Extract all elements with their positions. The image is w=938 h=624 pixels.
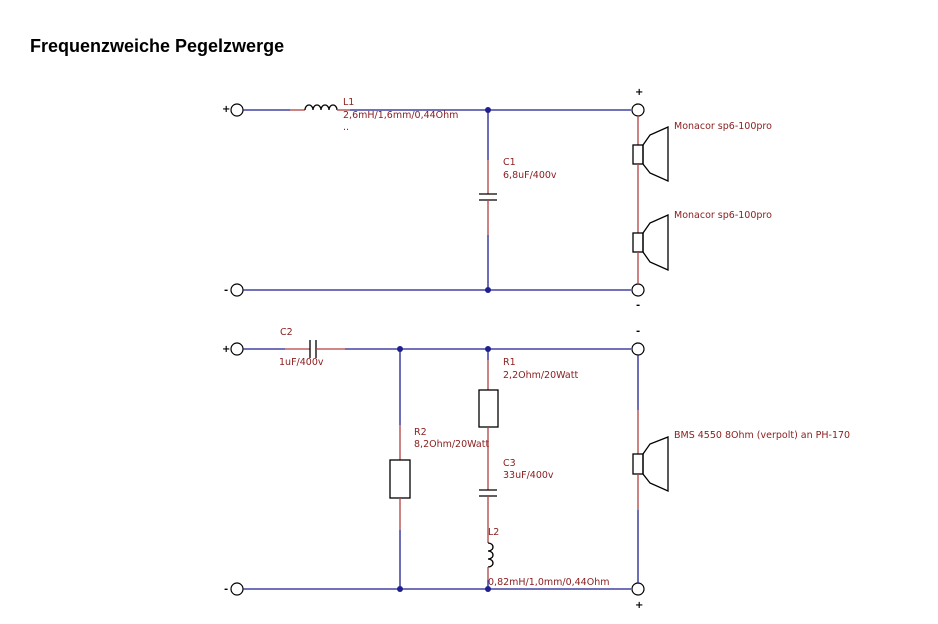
c3-value-label: 33uF/400v	[503, 470, 554, 481]
input-minus-sign: -	[224, 285, 228, 296]
speaker-3-label: BMS 4550 8Ohm (verpolt) an PH-170	[674, 430, 850, 441]
inductor-l2	[487, 542, 494, 568]
l1-value-label: 2,6mH/1,6mm/0,44Ohm	[343, 110, 458, 121]
speaker-1-label: Monacor sp6-100pro	[674, 121, 772, 132]
output-terminal-minus	[631, 283, 645, 297]
input-minus-sign: -	[224, 584, 228, 595]
c1-value-label: 6,8uF/400v	[503, 170, 557, 181]
midrange-circuit: + - C2 1uF/400v R2 8,2Ohm/20Watt	[222, 326, 850, 611]
input-terminal-minus	[230, 283, 244, 297]
r2-value-label: 8,2Ohm/20Watt	[414, 439, 489, 450]
r1-name-label: R1	[503, 357, 516, 368]
output-plus-sign: +	[635, 600, 643, 611]
input-terminal-plus	[230, 103, 244, 117]
resistor-r2	[389, 459, 411, 499]
r1-value-label: 2,2Ohm/20Watt	[503, 370, 578, 381]
input-plus-sign: +	[222, 104, 230, 115]
l1-extra-label: ..	[343, 122, 349, 133]
output-terminal-plus	[631, 582, 645, 596]
resistor-r1	[478, 389, 499, 428]
c2-name-label: C2	[280, 327, 293, 338]
diagram-title: Frequenzweiche Pegelzwerge	[30, 36, 285, 56]
output-minus-sign: -	[636, 300, 640, 311]
input-terminal-plus	[230, 342, 244, 356]
r2-name-label: R2	[414, 427, 427, 438]
output-terminal-plus	[631, 103, 645, 117]
l1-name-label: L1	[343, 97, 354, 108]
output-plus-sign: +	[635, 87, 643, 98]
speaker-2-label: Monacor sp6-100pro	[674, 210, 772, 221]
output-terminal-minus	[631, 342, 645, 356]
c3-name-label: C3	[503, 458, 516, 469]
output-minus-sign: -	[636, 326, 640, 337]
tweeter-circuit: + - L1 2,6mH/1,6mm/0,44Ohm .. C1 6,8uF/4…	[222, 87, 772, 311]
input-terminal-minus	[230, 582, 244, 596]
c1-name-label: C1	[503, 157, 516, 168]
inductor-l1	[304, 104, 338, 111]
c2-value-label: 1uF/400v	[279, 357, 324, 368]
input-plus-sign: +	[222, 344, 230, 355]
l2-name-label: L2	[488, 527, 499, 538]
l2-value-label: 0,82mH/1,0mm/0,44Ohm	[488, 577, 609, 588]
